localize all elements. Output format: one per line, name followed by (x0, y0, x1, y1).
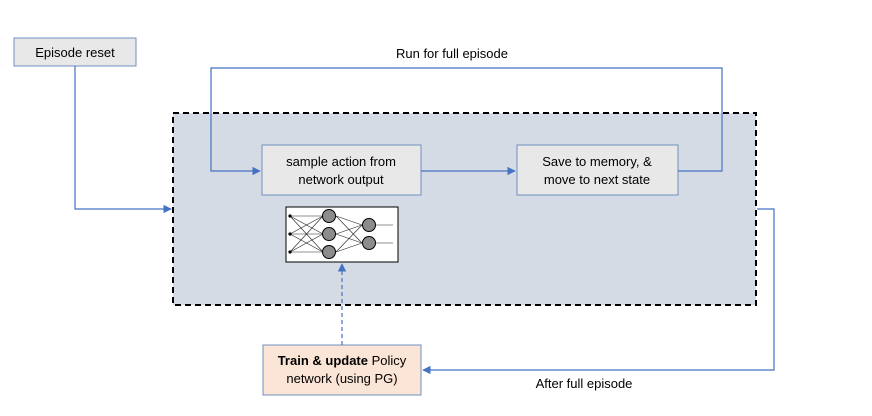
train-update-node: Train & update Policy network (using PG) (262, 344, 422, 396)
train-update-line1: Train & update Policy (278, 353, 407, 368)
neural-network-icon (285, 206, 399, 263)
sample-action-line2: network output (298, 172, 384, 187)
episode-container (172, 112, 757, 306)
save-memory-line1: Save to memory, & (542, 154, 652, 169)
episode-reset-label: Episode reset (35, 45, 115, 60)
train-update-line2: network (using PG) (286, 371, 397, 386)
sample-action-node: sample action from network output (261, 144, 422, 196)
reset-to-container-arrow (74, 66, 172, 214)
after-episode-arrow (422, 208, 775, 375)
train-update-bold: Train & update (278, 353, 368, 368)
episode-loop-arrow (210, 67, 723, 176)
after-episode-label: After full episode (536, 376, 633, 391)
train-update-rest: Policy (368, 353, 407, 368)
save-memory-line2: move to next state (544, 172, 650, 187)
sample-action-line1: sample action from (286, 154, 396, 169)
episode-reset-node: Episode reset (13, 37, 137, 67)
loop-label: Run for full episode (396, 46, 508, 61)
save-memory-node: Save to memory, & move to next state (516, 144, 679, 196)
